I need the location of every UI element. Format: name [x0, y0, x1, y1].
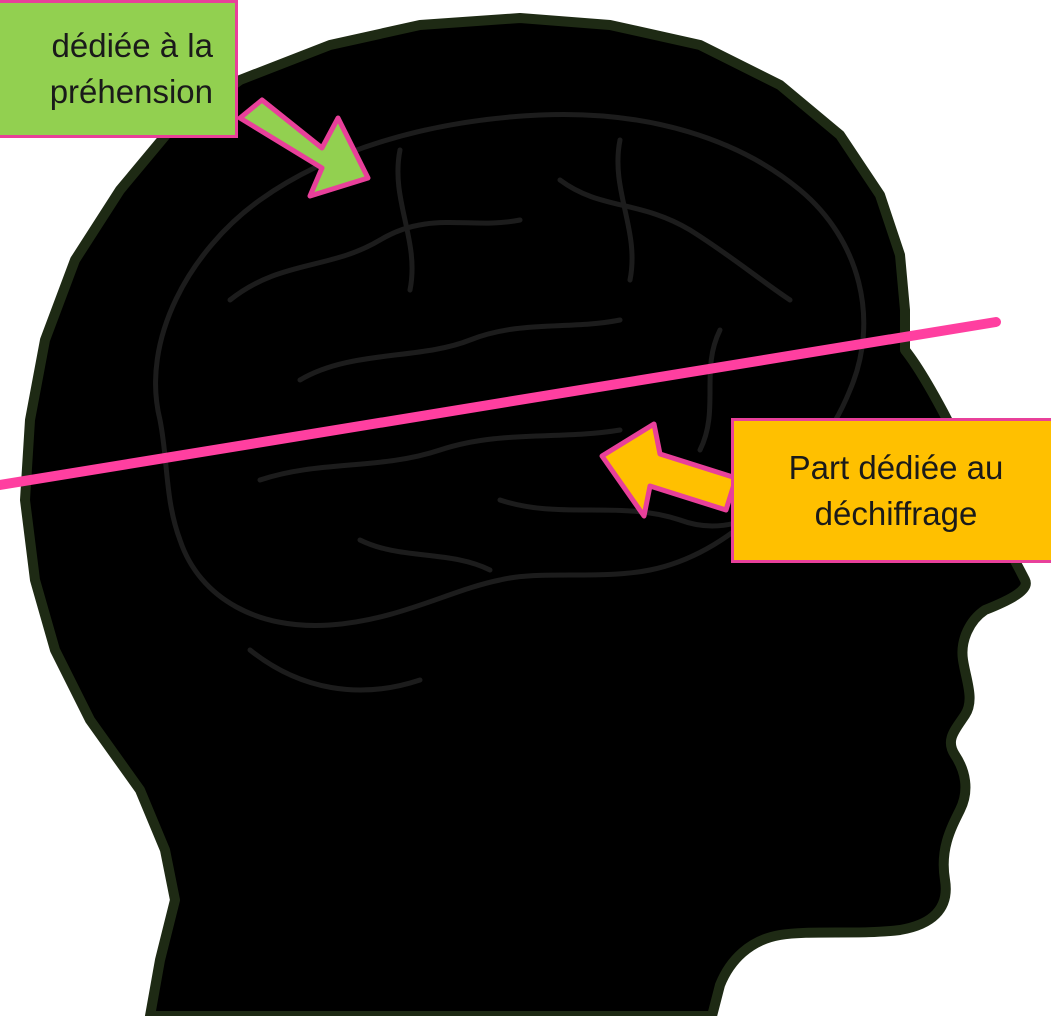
- label-box-prehension: dédiée à la préhension: [0, 0, 238, 138]
- label-text-line1: Part dédiée au: [734, 445, 1051, 491]
- label-text-line2: déchiffrage: [734, 491, 1051, 537]
- label-text-line2: préhension: [0, 69, 213, 115]
- label-box-dechiffrage: Part dédiée au déchiffrage: [731, 418, 1051, 563]
- label-text-line1: dédiée à la: [0, 23, 213, 69]
